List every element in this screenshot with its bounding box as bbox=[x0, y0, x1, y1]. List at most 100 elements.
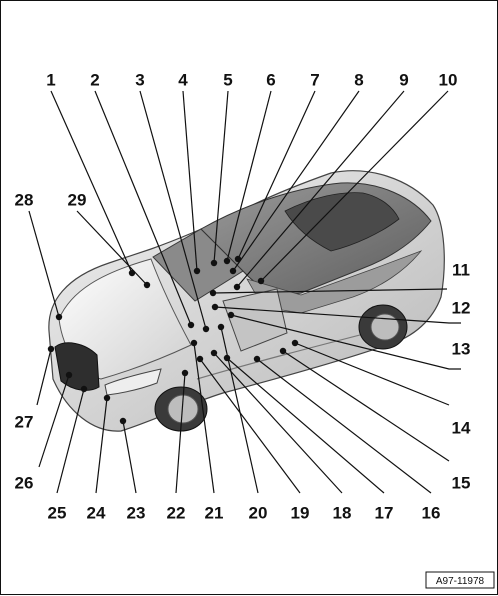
callout-22: 22 bbox=[167, 369, 189, 522]
callout-1: 1 bbox=[46, 70, 136, 277]
callout-18: 18 bbox=[210, 349, 352, 522]
callout-point bbox=[196, 355, 204, 363]
callout-number: 24 bbox=[87, 503, 106, 522]
leader-line bbox=[139, 90, 207, 330]
leader-line bbox=[193, 342, 215, 494]
callout-number: 5 bbox=[223, 70, 232, 89]
callout-point bbox=[257, 277, 265, 285]
callout-6: 6 bbox=[223, 70, 276, 265]
car-grille bbox=[54, 342, 100, 391]
callout-number: 16 bbox=[422, 503, 441, 522]
callout-number: 19 bbox=[291, 503, 310, 522]
callout-number: 14 bbox=[452, 418, 471, 437]
callout-point bbox=[187, 321, 195, 329]
callout-29: 29 bbox=[68, 190, 151, 289]
leader-line bbox=[260, 90, 449, 282]
callout-point bbox=[190, 339, 198, 347]
callout-point bbox=[223, 257, 231, 265]
callout-number: 11 bbox=[452, 260, 470, 279]
callout-number: 23 bbox=[127, 503, 146, 522]
callout-8: 8 bbox=[229, 70, 364, 275]
callout-number: 18 bbox=[333, 503, 352, 522]
callout-9: 9 bbox=[233, 70, 409, 291]
callout-23: 23 bbox=[119, 417, 146, 522]
callout-point bbox=[229, 267, 237, 275]
callout-number: 7 bbox=[310, 70, 319, 89]
leader-line bbox=[28, 210, 60, 318]
callout-point bbox=[143, 281, 151, 289]
leader-line bbox=[232, 90, 360, 272]
callout-point bbox=[181, 369, 189, 377]
callout-5: 5 bbox=[210, 70, 233, 267]
car-rear-rim bbox=[370, 313, 400, 341]
callout-4: 4 bbox=[178, 70, 201, 275]
leader-line bbox=[182, 90, 198, 272]
car-illustration bbox=[48, 170, 445, 432]
reference-code-box bbox=[425, 571, 495, 589]
leader-line bbox=[36, 348, 52, 406]
leader-line bbox=[213, 352, 343, 494]
car-headlight bbox=[104, 368, 162, 396]
callout-15: 15 bbox=[279, 347, 470, 492]
callout-point bbox=[103, 394, 111, 402]
callout-number: 6 bbox=[266, 70, 275, 89]
callout-point bbox=[291, 339, 299, 347]
car-open-door bbox=[222, 288, 288, 352]
callout-number: 29 bbox=[68, 190, 87, 209]
leader-line bbox=[213, 90, 229, 264]
callout-point bbox=[210, 349, 218, 357]
leader-line bbox=[256, 358, 432, 494]
leader-line bbox=[230, 314, 461, 370]
car-side-window bbox=[246, 250, 423, 314]
callout-point bbox=[47, 345, 55, 353]
callout-10: 10 bbox=[257, 70, 458, 285]
callout-point bbox=[217, 323, 225, 331]
callout-19: 19 bbox=[196, 355, 310, 522]
callout-number: 26 bbox=[15, 473, 34, 492]
callout-point bbox=[253, 355, 261, 363]
callout-2: 2 bbox=[90, 70, 195, 329]
callout-26: 26 bbox=[15, 371, 73, 492]
callout-21: 21 bbox=[190, 339, 223, 522]
callout-number: 28 bbox=[15, 190, 34, 209]
leader-line bbox=[175, 372, 186, 494]
callout-point bbox=[119, 417, 127, 425]
callout-number: 3 bbox=[135, 70, 144, 89]
callout-number: 12 bbox=[452, 298, 471, 317]
callout-number: 17 bbox=[375, 503, 394, 522]
callout-point bbox=[202, 325, 210, 333]
callout-16: 16 bbox=[253, 355, 441, 522]
callout-point bbox=[209, 289, 217, 297]
leader-line bbox=[199, 358, 301, 494]
leader-line bbox=[76, 210, 148, 286]
callout-number: 8 bbox=[354, 70, 363, 89]
leader-line bbox=[237, 90, 316, 260]
leader-line bbox=[220, 326, 259, 494]
callout-number: 20 bbox=[249, 503, 268, 522]
callout-25: 25 bbox=[48, 385, 88, 522]
leader-line bbox=[38, 374, 70, 468]
leader-line bbox=[122, 420, 137, 494]
leader-line bbox=[226, 357, 385, 494]
callout-13: 13 bbox=[227, 311, 471, 370]
leader-line bbox=[282, 350, 450, 462]
leader-line bbox=[294, 342, 450, 406]
callout-number: 2 bbox=[90, 70, 99, 89]
callout-number: 4 bbox=[178, 70, 188, 89]
leader-line bbox=[56, 388, 85, 494]
leader-line bbox=[236, 90, 405, 288]
callout-28: 28 bbox=[15, 190, 63, 321]
callout-point bbox=[279, 347, 287, 355]
leader-line bbox=[50, 90, 133, 274]
callout-24: 24 bbox=[87, 394, 111, 522]
reference-code: A97-11978 bbox=[436, 576, 485, 587]
callout-number: 13 bbox=[452, 339, 471, 358]
callout-point bbox=[193, 267, 201, 275]
callout-number: 25 bbox=[48, 503, 67, 522]
callout-17: 17 bbox=[223, 354, 394, 522]
callout-number: 10 bbox=[439, 70, 458, 89]
callout-number: 27 bbox=[15, 412, 34, 431]
